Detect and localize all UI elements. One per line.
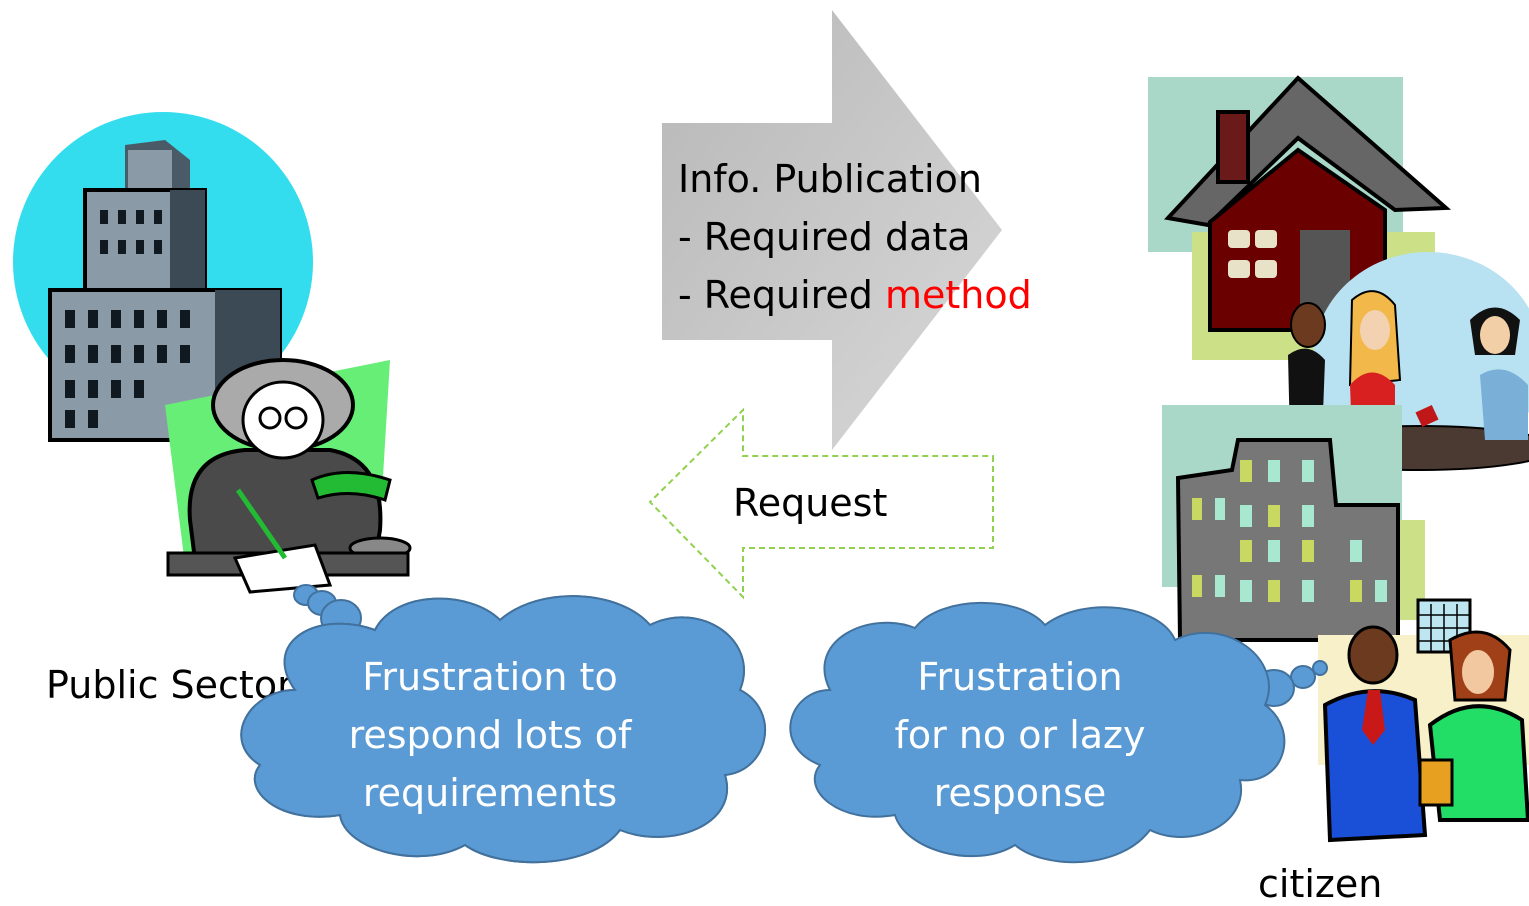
citizen-label: citizen [1258,862,1383,906]
publication-arrow [662,10,1002,450]
right-cloud-line-1: Frustration [917,655,1123,699]
clerk-woman-icon [165,358,412,594]
left-cloud-line-1: Frustration to [362,655,618,699]
request-label: Request [733,481,888,525]
publication-line-3: - Required method [678,266,1032,324]
publication-method-highlight: method [885,273,1032,317]
left-cloud-line-2: respond lots of [348,713,632,757]
publication-text: Info. Publication - Required data - Requ… [678,150,1032,324]
publication-line-1: Info. Publication [678,157,982,201]
left-cloud-line-3: requirements [362,771,618,815]
left-cloud-text: Frustration to respond lots of requireme… [300,648,680,822]
right-cloud-line-2: for no or lazy [894,713,1146,757]
business-people-icon [1318,598,1529,843]
right-cloud-text: Frustration for no or lazy response [840,648,1200,822]
right-cloud [789,601,1286,864]
city-building-icon [1162,405,1425,642]
publication-line-2: - Required data [678,215,971,259]
right-cloud-line-3: response [933,771,1107,815]
publication-line-3-prefix: - Required [678,273,885,317]
public-sector-label: Public Sector [46,663,293,707]
request-arrow [648,407,994,600]
